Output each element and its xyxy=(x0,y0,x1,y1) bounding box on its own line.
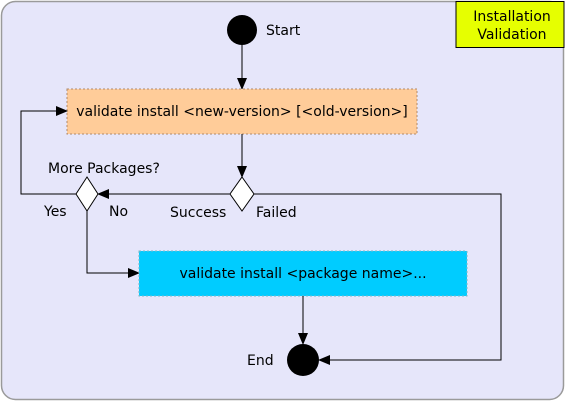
edge-no-loop-back xyxy=(20,106,76,195)
success-failed-decision xyxy=(229,176,255,212)
validate-versions-box xyxy=(66,88,418,135)
validate-versions-label: validate install <new-version> [<old-ver… xyxy=(76,104,408,120)
end-node xyxy=(287,344,319,376)
yes-label: Yes xyxy=(43,204,67,220)
title-box xyxy=(455,1,565,48)
no-label: No xyxy=(109,204,128,220)
edge-failed-to-end xyxy=(254,193,502,365)
title-line-2: Validation xyxy=(477,27,546,43)
start-node xyxy=(227,15,257,45)
success-label: Success xyxy=(170,205,226,221)
failed-label: Failed xyxy=(256,205,297,221)
validate-package-label: validate install <package name>... xyxy=(179,266,426,282)
end-label: End xyxy=(247,353,274,369)
edge-yes-to-package xyxy=(86,211,140,278)
validate-package-box xyxy=(138,250,468,297)
title-line-1: Installation xyxy=(473,9,551,25)
more-packages-question: More Packages? xyxy=(48,161,160,177)
start-label: Start xyxy=(266,23,301,39)
